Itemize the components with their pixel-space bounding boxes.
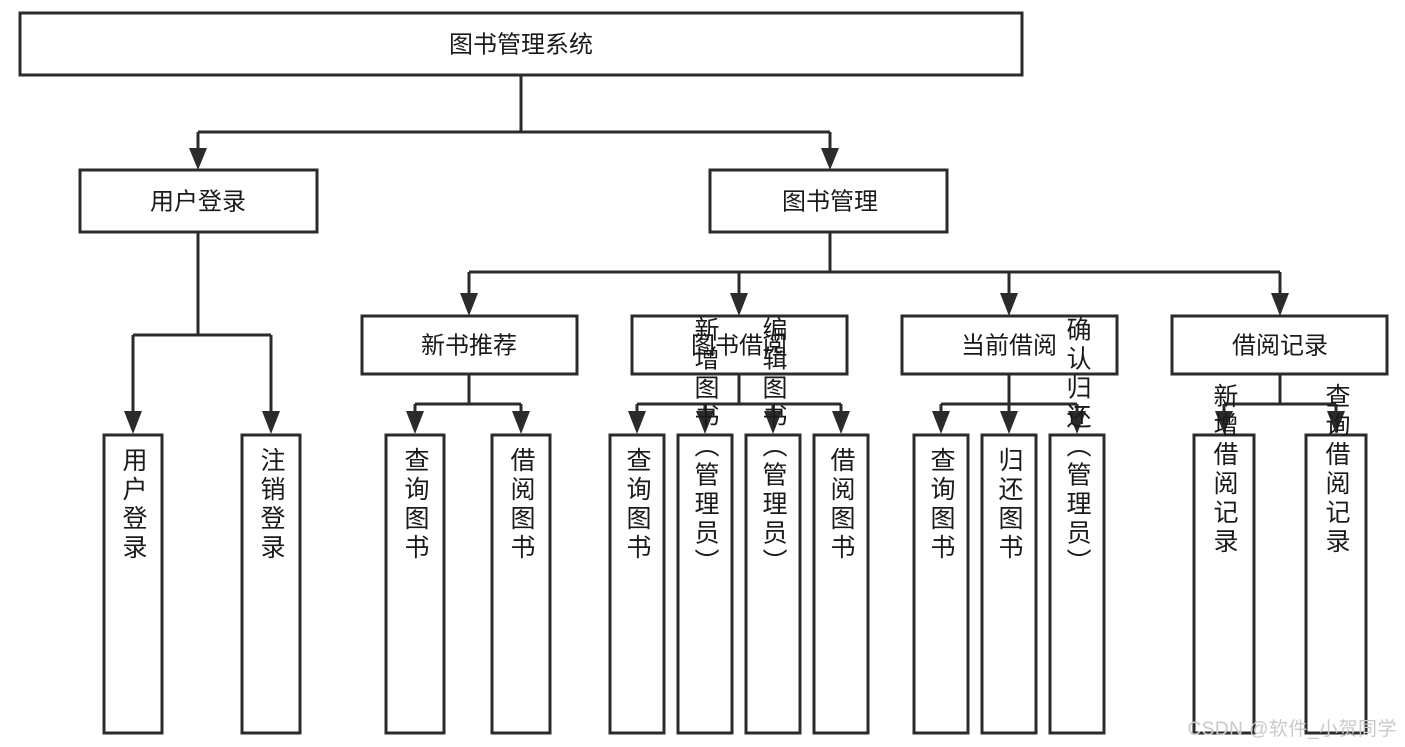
node-book-management[interactable]: 图书管理	[708, 168, 949, 234]
leaf-query-book-2-box[interactable]	[608, 433, 666, 735]
leaf-confirm-return-box[interactable]	[1048, 433, 1106, 735]
node-new-book-recommend[interactable]: 新书推荐	[360, 314, 579, 376]
arrow-to-book-borrow	[730, 293, 748, 316]
new-book-recommend-box[interactable]	[360, 314, 579, 376]
node-leaf-query-record[interactable]: 查询借阅记录	[1304, 383, 1368, 735]
node-leaf-confirm-return[interactable]: 确认归还（管理员）	[1048, 317, 1106, 735]
leaf-query-book-3-label: 查询图书	[927, 447, 956, 563]
arrow-to-book-management	[821, 148, 839, 170]
leaf-query-book-3-box[interactable]	[912, 433, 970, 735]
root-label: 图书管理系统	[449, 31, 593, 58]
borrow-record-label: 借阅记录	[1232, 332, 1328, 359]
node-leaf-query-book-2[interactable]: 查询图书	[608, 433, 666, 735]
arrow-to-leaf-confirm-return	[1068, 411, 1086, 434]
leaf-query-record-label: 查询借阅记录	[1322, 383, 1351, 557]
leaf-edit-book-box[interactable]	[744, 433, 802, 735]
leaf-user-login-box[interactable]	[102, 433, 164, 735]
new-book-recommend-label: 新书推荐	[421, 332, 517, 359]
arrow-to-leaf-query-book-3	[932, 411, 950, 434]
user-login-box[interactable]	[78, 168, 319, 234]
node-leaf-return-book[interactable]: 归还图书	[980, 433, 1038, 735]
leaf-query-book-2-label: 查询图书	[623, 447, 652, 563]
connector-current-borrow-to-bus	[939, 374, 1079, 415]
arrow-to-leaf-borrow-book-1	[512, 411, 530, 434]
leaf-return-book-box[interactable]	[980, 433, 1038, 735]
node-leaf-logout-login[interactable]: 注销登录	[240, 433, 302, 735]
node-current-borrow[interactable]: 当前借阅	[900, 314, 1119, 376]
node-leaf-user-login[interactable]: 用户登录	[102, 433, 164, 735]
leaf-borrow-book-2-label: 借阅图书	[827, 447, 856, 563]
borrow-record-box[interactable]	[1170, 314, 1389, 376]
book-borrow-label: 图书借阅	[691, 332, 787, 359]
book-management-label: 图书管理	[782, 188, 878, 215]
leaf-edit-book-label: 编辑图书（管理员）	[759, 317, 788, 578]
node-leaf-add-record[interactable]: 新增借阅记录	[1192, 383, 1256, 735]
current-borrow-label: 当前借阅	[961, 332, 1057, 359]
leaf-query-book-1-label: 查询图书	[401, 447, 430, 563]
arrow-to-leaf-edit-book	[764, 411, 782, 434]
node-leaf-query-book-3[interactable]: 查询图书	[912, 433, 970, 735]
connector-new-book-recommend-to-bus	[413, 374, 523, 415]
connector-root-to-bus	[196, 75, 832, 152]
leaf-add-book-box[interactable]	[676, 433, 734, 735]
user-login-label: 用户登录	[150, 188, 246, 215]
leaf-user-login-label: 用户登录	[119, 447, 148, 563]
arrow-to-user-login	[189, 148, 207, 170]
node-leaf-add-book[interactable]: 新增图书（管理员）	[676, 317, 734, 735]
leaf-query-book-1-box[interactable]	[384, 433, 446, 735]
leaf-logout-login-box[interactable]	[240, 433, 302, 735]
connectors-layer	[124, 75, 1345, 434]
leaf-add-book-label: 新增图书（管理员）	[691, 317, 720, 578]
arrow-to-borrow-record	[1271, 293, 1289, 316]
leaf-borrow-book-2-box[interactable]	[812, 433, 870, 735]
leaf-add-record-label: 新增借阅记录	[1210, 383, 1239, 557]
node-leaf-borrow-book-1[interactable]: 借阅图书	[490, 433, 552, 735]
root-box[interactable]	[18, 11, 1024, 77]
leaf-logout-login-label: 注销登录	[257, 447, 286, 563]
arrow-to-leaf-query-book-1	[406, 411, 424, 434]
arrow-to-leaf-query-record	[1327, 411, 1345, 434]
arrow-to-leaf-user-login	[124, 411, 142, 434]
node-borrow-record[interactable]: 借阅记录	[1170, 314, 1389, 376]
arrow-to-leaf-add-record	[1215, 411, 1233, 434]
connector-user-login-to-bus	[131, 232, 273, 415]
arrow-to-leaf-query-book-2	[628, 411, 646, 434]
arrow-to-leaf-add-book	[696, 411, 714, 434]
connector-borrow-record-to-bus	[1222, 374, 1338, 415]
node-leaf-edit-book[interactable]: 编辑图书（管理员）	[744, 317, 802, 735]
arrow-to-new-book-recommend	[460, 293, 478, 316]
arrow-to-current-borrow	[1000, 293, 1018, 316]
leaf-confirm-return-label: 确认归还（管理员）	[1063, 317, 1092, 578]
arrow-to-leaf-logout-login	[262, 411, 280, 434]
connector-book-management-to-bus	[467, 232, 1282, 296]
book-borrow-box[interactable]	[630, 314, 849, 376]
leaf-borrow-book-1-box[interactable]	[490, 433, 552, 735]
leaf-add-record-box[interactable]	[1192, 433, 1256, 735]
node-user-login[interactable]: 用户登录	[78, 168, 319, 234]
leaf-query-record-box[interactable]	[1304, 433, 1368, 735]
node-leaf-query-book-1[interactable]: 查询图书	[384, 433, 446, 735]
leaf-borrow-book-1-label: 借阅图书	[507, 447, 536, 563]
connector-book-borrow-to-bus	[635, 374, 843, 415]
arrow-to-leaf-return-book	[1000, 411, 1018, 434]
book-management-box[interactable]	[708, 168, 949, 234]
node-leaf-borrow-book-2[interactable]: 借阅图书	[812, 433, 870, 735]
node-root[interactable]: 图书管理系统	[18, 11, 1024, 77]
arrow-to-leaf-borrow-book-2	[832, 411, 850, 434]
node-book-borrow[interactable]: 图书借阅	[630, 314, 849, 376]
leaf-return-book-label: 归还图书	[995, 447, 1024, 563]
current-borrow-box[interactable]	[900, 314, 1119, 376]
